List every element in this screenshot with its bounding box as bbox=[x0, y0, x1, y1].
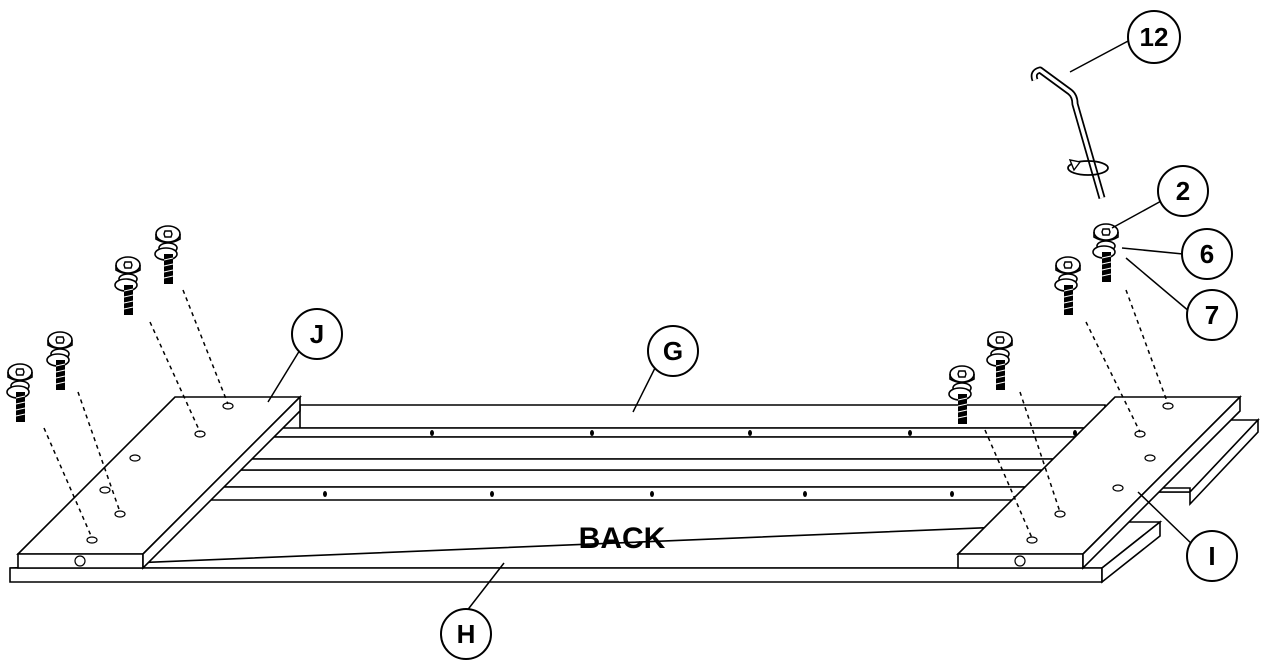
bolt-group bbox=[6, 223, 1169, 539]
bolt-1 bbox=[154, 225, 181, 285]
rotate-arrow-icon bbox=[1067, 159, 1109, 176]
bolt-2 bbox=[114, 256, 141, 316]
rail-rear bbox=[299, 404, 1106, 429]
bolt-4 bbox=[6, 363, 33, 423]
svg-text:2: 2 bbox=[1176, 176, 1190, 206]
rail-holes-upper bbox=[256, 430, 1077, 436]
svg-text:H: H bbox=[457, 619, 476, 649]
back-board-label: BACK bbox=[579, 522, 666, 555]
rail-holes-lower bbox=[323, 491, 954, 497]
svg-text:7: 7 bbox=[1205, 300, 1219, 330]
callout-allen-key: 12 bbox=[1127, 10, 1181, 64]
callout-rail: G bbox=[647, 325, 699, 377]
callout-bolt: 2 bbox=[1157, 165, 1209, 217]
bolt-6 bbox=[1054, 256, 1081, 316]
right-end-panel bbox=[956, 395, 1260, 570]
back-board bbox=[9, 520, 1163, 584]
allen-key bbox=[1030, 66, 1109, 199]
svg-text:G: G bbox=[663, 336, 683, 366]
callout-left-end-panel: J bbox=[291, 308, 343, 360]
callout-spring-washer: 6 bbox=[1181, 228, 1233, 280]
bolt-5 bbox=[1092, 223, 1119, 283]
callout-back-board: H bbox=[440, 608, 492, 660]
bolt-7 bbox=[986, 331, 1013, 391]
bolt-3 bbox=[46, 331, 73, 391]
svg-text:J: J bbox=[310, 319, 324, 349]
rail-middle-lower bbox=[205, 458, 1063, 501]
rail-middle-upper bbox=[230, 427, 1093, 460]
callout-right-end-panel: I bbox=[1186, 530, 1238, 582]
svg-text:6: 6 bbox=[1200, 239, 1214, 269]
callout-flat-washer: 7 bbox=[1186, 289, 1238, 341]
svg-text:12: 12 bbox=[1140, 22, 1169, 52]
svg-text:I: I bbox=[1208, 541, 1215, 571]
left-end-panel bbox=[16, 395, 302, 570]
